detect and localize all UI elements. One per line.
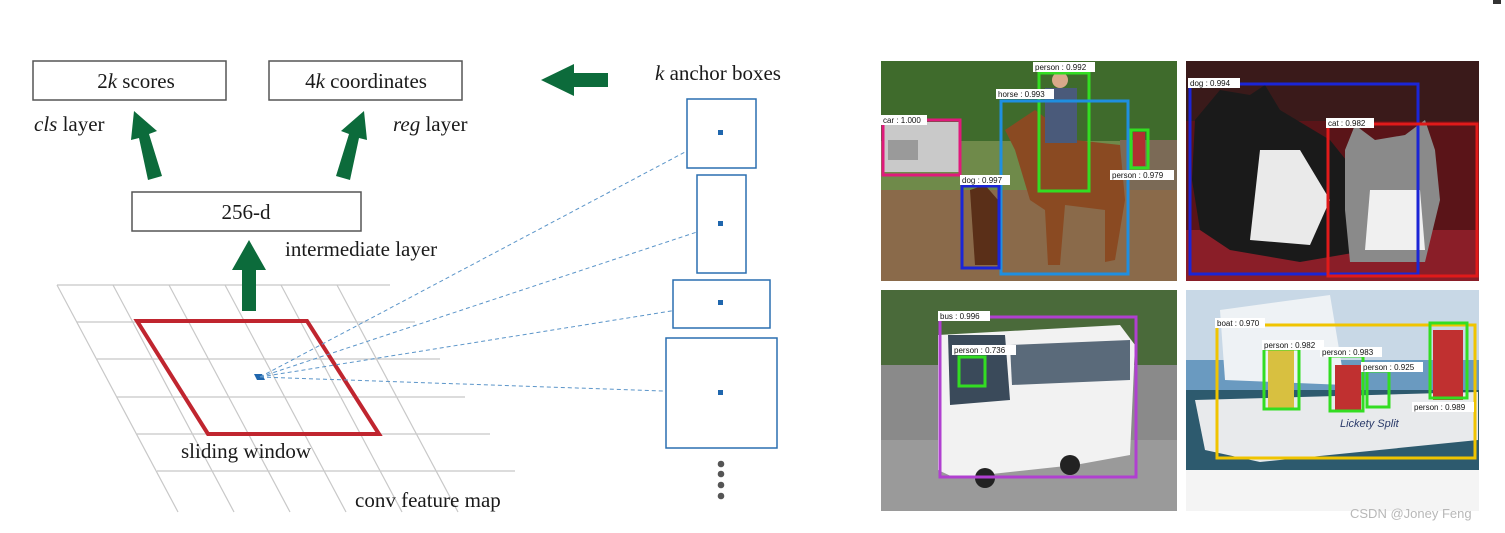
photo-horse: car : 1.000 person : 0.992 horse : 0.993… [881, 61, 1177, 281]
photo-boat: Lickety Split boat : 0.970 person : 0.98… [1186, 290, 1479, 511]
photo-dog-cat: dog : 0.994 cat : 0.982 [1186, 61, 1479, 281]
sliding-window [133, 319, 383, 436]
coordinates-label: 4k coordinates [305, 69, 427, 93]
anchor-centers [718, 130, 723, 395]
arrow-up-reg [336, 111, 367, 180]
photo-bus: bus : 0.996 person : 0.736 [881, 290, 1177, 511]
det-label: person : 0.736 [954, 346, 1006, 355]
arrow-up-cls [131, 111, 162, 180]
anchor-box-2 [696, 174, 747, 274]
det-label: bus : 0.996 [940, 312, 980, 321]
cls-layer-label: cls layer [34, 112, 105, 136]
boat-hull-text: Lickety Split [1340, 418, 1400, 430]
det-label: dog : 0.997 [962, 176, 1003, 185]
anchor-boxes-title: k anchor boxes [655, 61, 781, 85]
arrow-left-anchors [541, 64, 608, 96]
det-label: person : 0.982 [1264, 341, 1316, 350]
scores-box [32, 60, 227, 101]
ellipsis-dots [717, 460, 725, 500]
anchor-projection-lines [259, 132, 722, 394]
det-label: person : 0.983 [1322, 348, 1374, 357]
intermediate-box-label: 256-d [222, 200, 271, 224]
det-label: car : 1.000 [883, 116, 921, 125]
intermediate-box [131, 191, 362, 232]
anchor-boxes [665, 98, 778, 449]
scores-label: 2k scores [97, 69, 175, 93]
det-label: horse : 0.993 [998, 90, 1045, 99]
watermark: CSDN @Joney Feng [1350, 506, 1472, 521]
det-label: boat : 0.970 [1217, 319, 1260, 328]
conv-feature-map-label: conv feature map [355, 488, 501, 512]
det-label: person : 0.979 [1112, 171, 1164, 180]
det-label: cat : 0.982 [1328, 119, 1366, 128]
sliding-window-label: sliding window [181, 439, 312, 463]
arrow-up-intermediate [232, 240, 266, 311]
coordinates-box [268, 60, 463, 101]
reg-layer-label: reg layer [393, 112, 467, 136]
corner-mark [1493, 0, 1501, 4]
det-label: dog : 0.994 [1190, 79, 1231, 88]
det-label: person : 0.992 [1035, 63, 1087, 72]
det-label: person : 0.989 [1414, 403, 1466, 412]
det-label: person : 0.925 [1363, 363, 1415, 372]
intermediate-layer-label: intermediate layer [285, 237, 437, 261]
arrows [131, 64, 608, 311]
